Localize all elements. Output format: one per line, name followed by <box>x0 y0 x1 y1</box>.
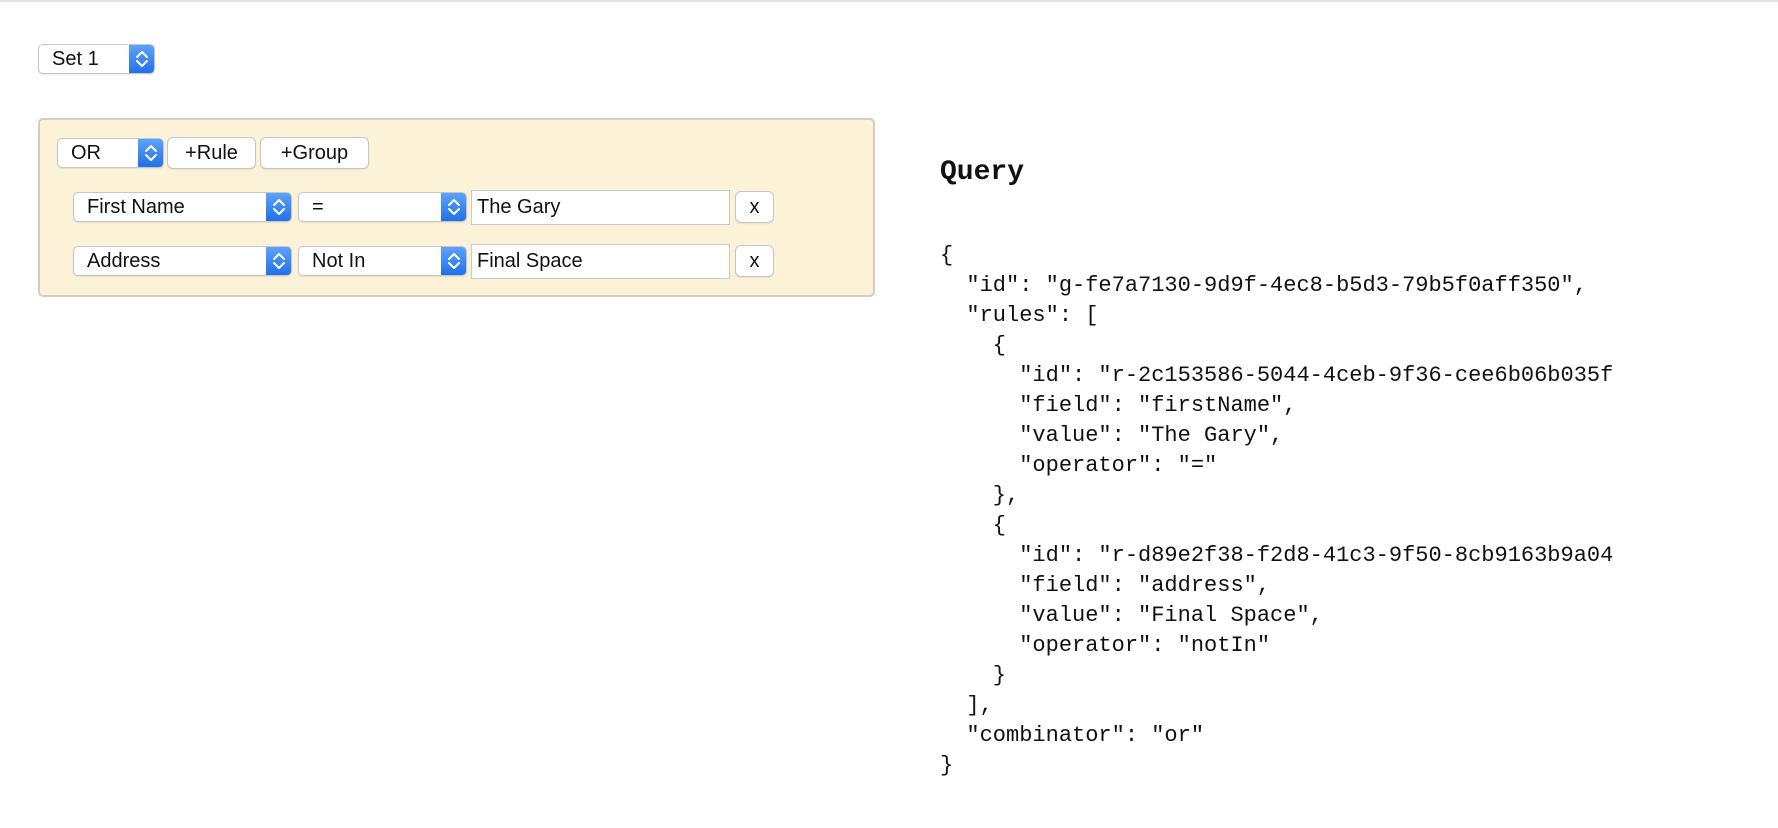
json-line: "rules": [ <box>940 303 1099 328</box>
json-line: ], <box>940 693 993 718</box>
top-border <box>0 0 1778 2</box>
json-line: "combinator": "or" <box>940 723 1205 748</box>
json-line: { <box>940 333 1007 358</box>
json-line: } <box>940 663 1007 688</box>
chevron-up-down-icon <box>129 45 154 73</box>
remove-rule-button[interactable]: x <box>735 245 774 277</box>
chevron-up-down-icon <box>138 139 163 167</box>
json-line: }, <box>940 483 1020 508</box>
json-line: "field": "address", <box>940 573 1271 598</box>
add-group-button[interactable]: +Group <box>260 137 369 169</box>
set-select[interactable]: Set 1 <box>38 44 155 74</box>
combinator-select[interactable]: OR <box>57 138 164 168</box>
query-json: { "id": "g-fe7a7130-9d9f-4ec8-b5d3-79b5f… <box>940 241 1760 781</box>
chevron-up-down-icon <box>266 193 291 221</box>
add-rule-button[interactable]: +Rule <box>167 137 256 169</box>
chevron-up-down-icon <box>441 193 466 221</box>
rule-operator-select[interactable]: = <box>298 192 467 222</box>
rule-field-select[interactable]: Address <box>73 246 292 276</box>
json-line: { <box>940 513 1007 538</box>
rule-operator-value: = <box>312 196 324 218</box>
set-select-value: Set 1 <box>52 48 99 70</box>
json-line: } <box>940 753 954 778</box>
rule-field-value: First Name <box>87 196 185 218</box>
rule-group: OR +Rule +Group First Name = The Gary x … <box>38 118 875 297</box>
json-line: "id": "r-d89e2f38-f2d8-41c3-9f50-8cb9163… <box>940 543 1614 568</box>
query-title: Query <box>940 157 1025 188</box>
rule-value-input[interactable]: Final Space <box>471 244 730 279</box>
json-line: "value": "The Gary", <box>940 423 1284 448</box>
rule-field-value: Address <box>87 250 161 272</box>
json-line: "value": "Final Space", <box>940 603 1323 628</box>
chevron-up-down-icon <box>441 247 466 275</box>
rule-field-select[interactable]: First Name <box>73 192 292 222</box>
rule-value-input[interactable]: The Gary <box>471 190 730 225</box>
json-line: "operator": "=" <box>940 453 1218 478</box>
json-line: "field": "firstName", <box>940 393 1297 418</box>
rule-operator-value: Not In <box>312 250 366 272</box>
chevron-up-down-icon <box>266 247 291 275</box>
json-line: "id": "g-fe7a7130-9d9f-4ec8-b5d3-79b5f0a… <box>940 273 1587 298</box>
combinator-value: OR <box>71 142 101 164</box>
rule-operator-select[interactable]: Not In <box>298 246 467 276</box>
remove-rule-button[interactable]: x <box>735 191 774 223</box>
json-line: { <box>940 243 954 268</box>
json-line: "operator": "notIn" <box>940 633 1271 658</box>
json-line: "id": "r-2c153586-5044-4ceb-9f36-cee6b06… <box>940 363 1614 388</box>
